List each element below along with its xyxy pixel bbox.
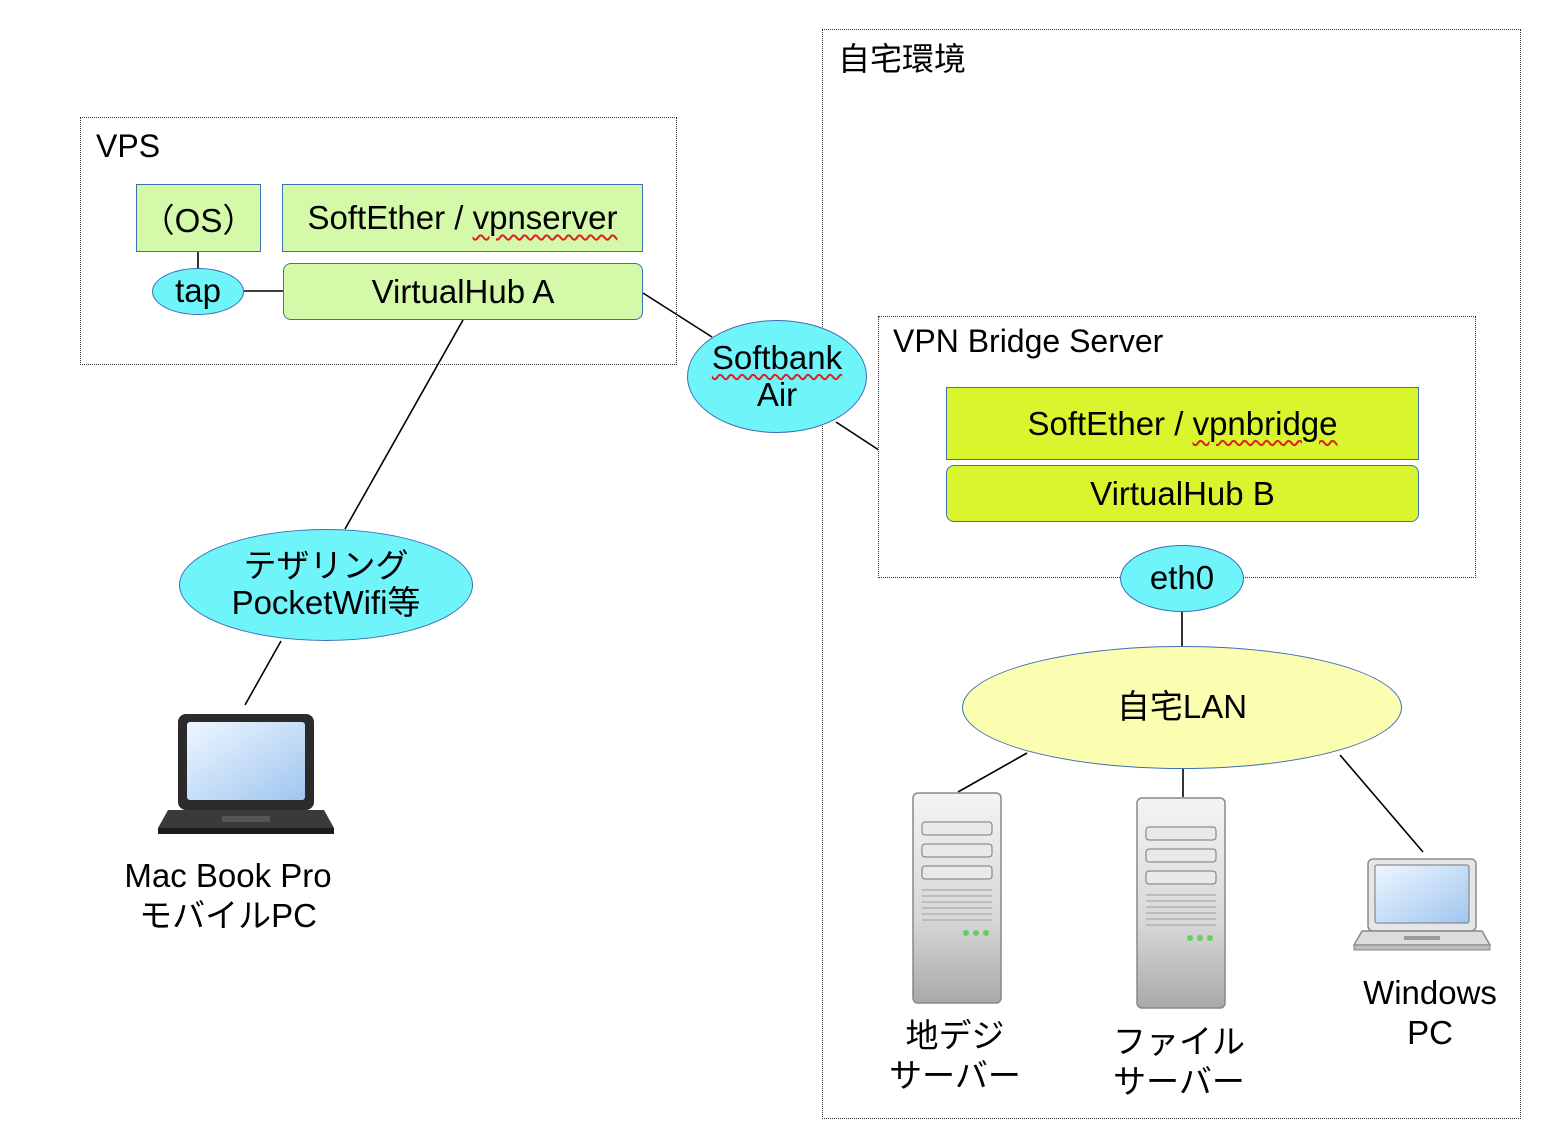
softether-vpnbridge-box: SoftEther / vpnbridge — [946, 387, 1419, 460]
vpnserver-word: vpnserver — [472, 199, 618, 236]
eth0-interface: eth0 — [1120, 545, 1244, 612]
hub-a-softbank-line — [642, 292, 713, 338]
vpn-bridge-server-title: VPN Bridge Server — [893, 323, 1164, 359]
vpnbridge-label: SoftEther / vpnbridge — [1027, 404, 1338, 442]
tethering-macbook-line — [244, 640, 282, 706]
vpnbridge-word: vpnbridge — [1192, 404, 1338, 442]
lan-tv-server-line — [957, 752, 1028, 793]
hub-a-tethering-line — [344, 319, 464, 530]
virtual-hub-a-label: VirtualHub A — [371, 272, 555, 310]
server-tower-icon — [912, 792, 1002, 1004]
tv-server-label: 地デジサーバー — [889, 1017, 1021, 1094]
vps-title: VPS — [96, 128, 161, 164]
home-environment-title: 自宅環境 — [838, 41, 967, 77]
softbank-line1: Softbank — [711, 338, 843, 376]
home-lan-node: 自宅LAN — [962, 646, 1402, 769]
softbank-line2: Air — [756, 375, 798, 413]
virtual-hub-b: VirtualHub B — [946, 465, 1419, 522]
laptop-icon — [1352, 858, 1492, 951]
os-box: （OS） — [136, 184, 261, 252]
vpnserver-label: SoftEther / vpnserver — [307, 199, 618, 236]
eth0-label: eth0 — [1149, 559, 1215, 597]
os-box-label: （OS） — [141, 202, 256, 239]
tethering-line1: テザリング — [243, 547, 409, 585]
tethering-line2: PocketWifi等 — [231, 584, 421, 621]
tap-interface: tap — [152, 268, 244, 315]
server-tower-icon — [1136, 797, 1226, 1009]
virtual-hub-a: VirtualHub A — [283, 263, 643, 320]
tap-label: tap — [175, 272, 221, 310]
vps-frame — [80, 117, 677, 365]
home-lan-label: 自宅LAN — [1116, 688, 1248, 726]
home-environment-frame — [822, 29, 1521, 1119]
softether-vpnserver-box: SoftEther / vpnserver — [282, 184, 643, 252]
file-server-label: ファイルサーバー — [1113, 1023, 1245, 1100]
lan-windows-line — [1339, 754, 1424, 853]
laptop-icon — [158, 714, 334, 834]
virtual-hub-b-label: VirtualHub B — [1090, 474, 1275, 512]
